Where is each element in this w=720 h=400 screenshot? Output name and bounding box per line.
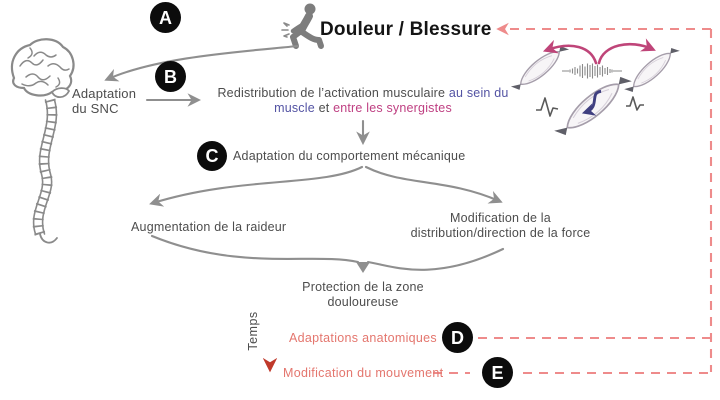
step-badge-c: C <box>197 141 227 171</box>
label-adaptations-anatomiques: Adaptations anatomiques <box>289 331 437 345</box>
spike-wavelet-icons <box>536 96 644 117</box>
arrow-diverge-left <box>149 165 364 207</box>
label-redistribution: Redistribution de l’activation musculair… <box>203 86 523 116</box>
activation-shift-arrow <box>581 89 602 116</box>
muscle-synergists-icon <box>510 38 680 136</box>
arrow-converge-head <box>356 262 370 273</box>
step-letter-d: D <box>451 327 464 348</box>
arrow-a-curve <box>104 44 300 82</box>
redistribution-main-text: Redistribution de l’activation musculair… <box>217 86 449 100</box>
redistribution-arcs <box>542 38 656 65</box>
step-badge-b: B <box>155 61 186 92</box>
label-modification-mouvement: Modification du mouvement <box>283 366 444 380</box>
brain-spine-icon <box>10 38 75 244</box>
label-modification-force: Modification de la distribution/directio… <box>410 211 591 240</box>
step-letter-c: C <box>205 146 219 166</box>
redistribution-pink-text: entre les synergistes <box>333 101 452 115</box>
label-adaptation-snc: Adaptation du SNC <box>72 86 137 117</box>
arrow-converge-right <box>366 247 505 271</box>
label-augmentation-raideur: Augmentation de la raideur <box>131 220 287 234</box>
pain-spark-icon <box>281 22 290 38</box>
arrow-diverge-right <box>364 165 503 204</box>
flow-arrows <box>104 44 505 273</box>
step-badge-d: D <box>442 322 473 353</box>
step-letter-b: B <box>164 66 177 87</box>
step-letter-e: E <box>491 362 504 383</box>
step-badge-a: A <box>150 2 181 33</box>
emg-burst-icon <box>562 63 622 79</box>
label-temps: Temps <box>246 311 260 351</box>
redistribution-blue-text: au sein du muscle <box>274 86 509 115</box>
step-badge-e: E <box>482 357 513 388</box>
injured-person-icon <box>281 3 324 49</box>
redistribution-sep-text: et <box>314 101 334 115</box>
step-letter-a: A <box>159 7 172 28</box>
title-douleur-blessure: Douleur / Blessure <box>320 19 492 40</box>
label-comportement-mecanique: Adaptation du comportement mécanique <box>233 149 466 163</box>
feedback-dashed-loop <box>433 22 713 375</box>
arrow-converge-left <box>150 234 360 264</box>
label-protection-zone: Protection de la zone douloureuse <box>302 280 424 309</box>
